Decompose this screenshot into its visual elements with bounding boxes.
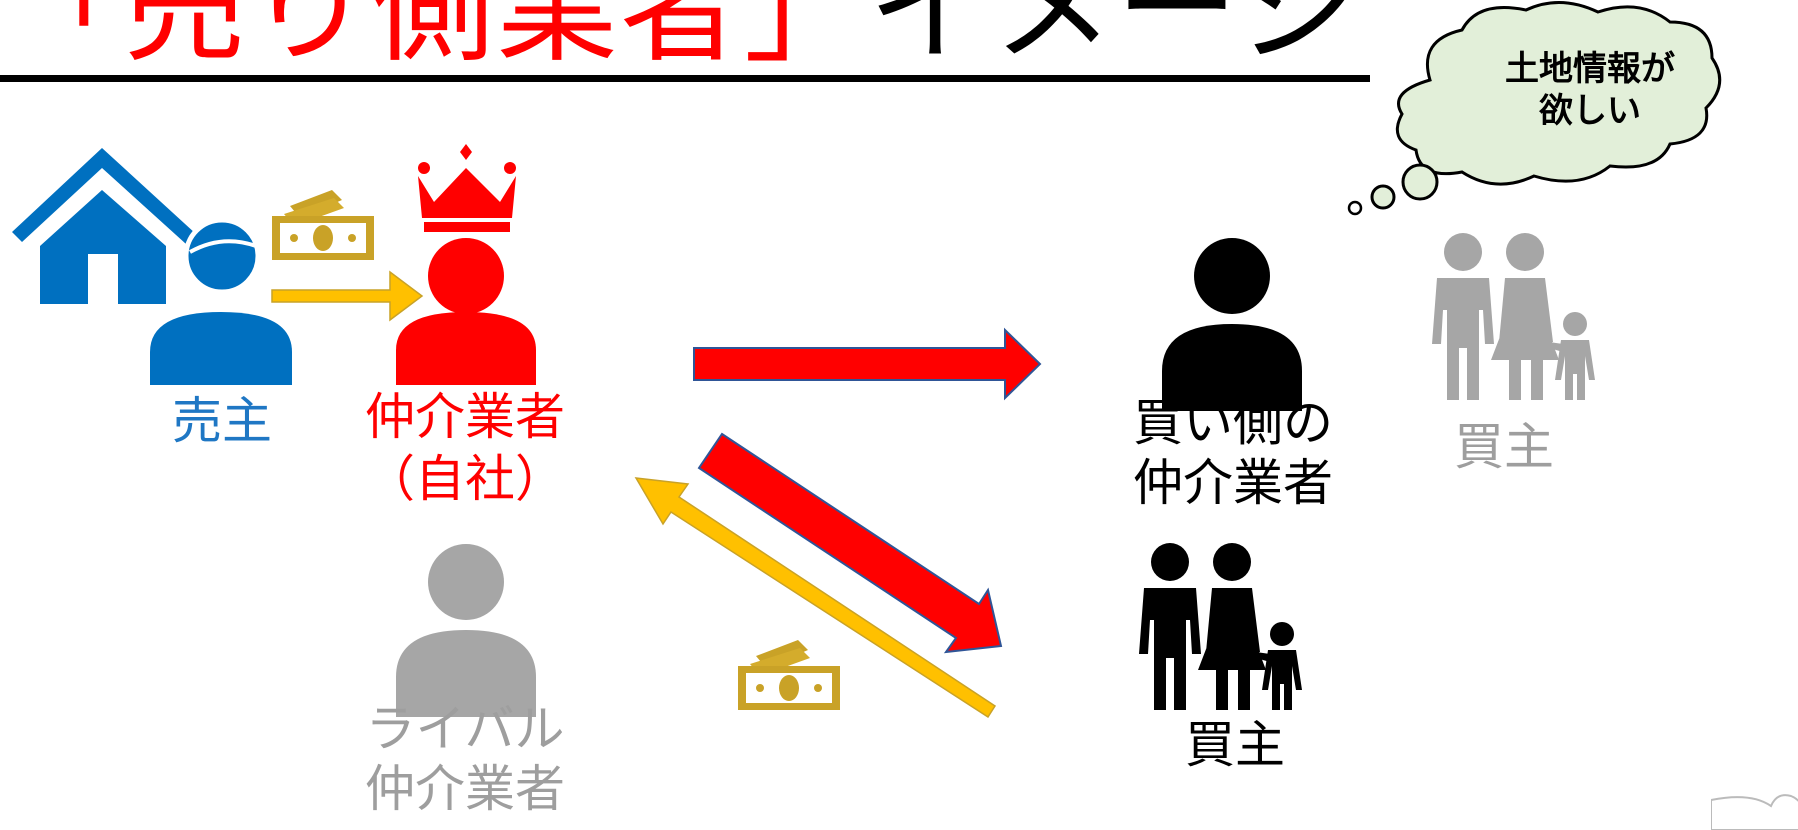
rival-person-icon [396, 544, 536, 717]
crown-icon [418, 144, 516, 232]
agent-label-line1: 仲介業者 [365, 388, 565, 446]
thought-line1: 土地情報が [1505, 49, 1675, 89]
buyer-label: 買主 [1185, 716, 1285, 774]
family-icon [1432, 233, 1595, 400]
buyer-agent-label-line1: 買い側の [1133, 394, 1333, 452]
buyer-faded-label: 買主 [1454, 418, 1554, 476]
seller-person-icon [150, 217, 292, 385]
buyer-agent-person-icon [1162, 238, 1302, 411]
house-icon [12, 148, 196, 304]
arrow-icon [697, 432, 1003, 654]
rival-label-line1: ライバル [365, 700, 565, 758]
title-highlight: 「売り側業者」 [0, 0, 868, 79]
arrow-icon [693, 327, 1042, 401]
thought-cloud-icon [1347, 0, 1722, 216]
arrow-icon [634, 477, 997, 719]
family-icon [1139, 543, 1302, 710]
title-underline [0, 75, 1370, 82]
agent-person-icon [396, 238, 536, 385]
buyer-agent-label-line2: 仲介業者 [1133, 454, 1333, 512]
seller-label: 売主 [172, 392, 272, 450]
rival-label-line2: 仲介業者 [365, 760, 565, 818]
agent-label-line2: （自社） [365, 450, 565, 508]
thought-bubble-text: 土地情報が 欲しい [1450, 48, 1730, 132]
thought-line2: 欲しい [1539, 91, 1641, 131]
money-icon [272, 190, 374, 260]
corner-decoration-icon [1711, 794, 1798, 830]
money-icon [738, 640, 840, 710]
arrow-icon [271, 270, 424, 322]
slide-title: 「売り側業者」イメージ [0, 0, 1362, 78]
title-rest: イメージ [868, 0, 1362, 79]
